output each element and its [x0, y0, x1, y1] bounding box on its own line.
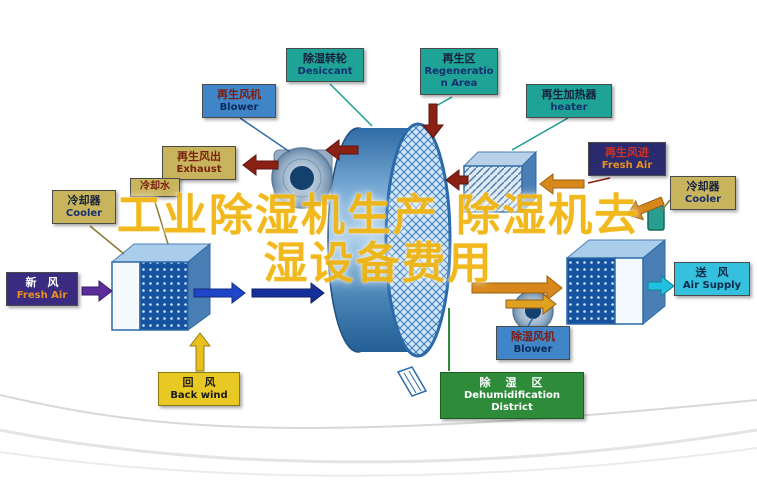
fresh-air-label-en: Fresh Air — [16, 289, 68, 301]
regen-area-label-en: Regeneration Area — [424, 65, 494, 90]
cooler-left-label-en: Cooler — [65, 207, 103, 219]
desiccant-label-zh: 除湿转轮 — [303, 52, 347, 65]
cooler-right-label-en: Cooler — [684, 193, 722, 205]
rotor-wheel — [327, 122, 452, 358]
arrow-air-supply — [647, 274, 675, 298]
cooler-left-label-zh: 冷却器 — [67, 194, 101, 207]
air-supply-label-zh: 送 风 — [695, 266, 729, 279]
dehumid-district-label-en1: Dehumidification — [463, 389, 561, 401]
arrow-cooler-up — [626, 196, 665, 221]
arrow-into-rotor — [251, 281, 325, 305]
arrow-rotor-to-fan — [325, 138, 359, 162]
regen-heater-label-en: heater — [550, 101, 588, 113]
cooling-water-label-zh: 冷却水 — [140, 181, 170, 192]
background-swoosh — [0, 394, 757, 477]
dehumid-blower-label: 除湿风机 Blower — [496, 326, 570, 361]
arrow-fresh-air-in — [81, 279, 113, 303]
cooler-right-label-zh: 冷却器 — [686, 180, 720, 193]
post-cooling-unit — [565, 238, 667, 326]
back-wind-label: 回 风 Back wind — [158, 372, 240, 407]
air-supply-label: 送 风 Air Supply — [674, 262, 750, 297]
regen-blower-label: 再生风机 Blower — [202, 84, 276, 119]
regen-heater-label-zh: 再生加热器 — [541, 88, 597, 101]
connector-lines — [89, 83, 671, 371]
dehumid-blower-label-zh: 除湿风机 — [511, 330, 555, 343]
arrow-regen-in — [421, 103, 445, 139]
desiccant-label: 除湿转轮 Desiccant — [286, 48, 364, 83]
dehumid-blower-label-en: Blower — [513, 343, 553, 355]
regen-area-label: 再生区 Regeneration Area — [420, 48, 498, 95]
regen-fresh-air-label: 再生风进 Fresh Air — [588, 142, 666, 177]
arrow-to-heater — [539, 172, 585, 196]
cooler-left-label: 冷却器 Cooler — [52, 190, 116, 225]
dehumid-district-label: 除 湿 区 Dehumidification District — [440, 372, 584, 419]
dehumid-district-label-en2: District — [491, 402, 533, 414]
arrow-exhaust — [242, 153, 279, 177]
rotor-seal — [396, 366, 428, 397]
regen-blower-fan — [271, 147, 333, 209]
regen-area-label-zh: 再生区 — [442, 52, 476, 65]
exhaust-label: 再生风出 Exhaust — [162, 146, 236, 181]
arrow-ahu-out — [193, 281, 246, 305]
regen-heater-label: 再生加热器 heater — [526, 84, 612, 119]
fresh-air-label: 新 风 Fresh Air — [6, 272, 78, 307]
arrow-heater-to-rotor — [445, 168, 469, 192]
cooling-water-label: 冷却水 — [130, 178, 180, 197]
regen-heater-unit — [462, 150, 538, 214]
back-wind-label-zh: 回 风 — [182, 376, 216, 389]
regen-fresh-air-label-en: Fresh Air — [601, 159, 653, 171]
regen-blower-label-zh: 再生风机 — [217, 88, 261, 101]
air-supply-label-en: Air Supply — [682, 279, 742, 291]
fresh-air-label-zh: 新 风 — [25, 276, 59, 289]
regen-fresh-air-label-zh: 再生风进 — [605, 146, 649, 159]
flow-arrows — [81, 103, 675, 372]
regen-blower-label-en: Blower — [219, 101, 259, 113]
desiccant-label-en: Desiccant — [297, 65, 353, 77]
cooler-right-label: 冷却器 Cooler — [670, 176, 736, 211]
pre-cooling-unit — [110, 242, 212, 331]
exhaust-label-en: Exhaust — [176, 163, 222, 175]
arrow-return-air — [188, 332, 212, 372]
arrow-rotor-to-ahu — [471, 274, 563, 302]
dehumid-district-label-zh: 除 湿 区 — [479, 376, 545, 389]
back-wind-label-en: Back wind — [170, 389, 228, 401]
arrow-rotor-to-ahu-2 — [505, 292, 557, 316]
exhaust-label-zh: 再生风出 — [177, 150, 221, 163]
